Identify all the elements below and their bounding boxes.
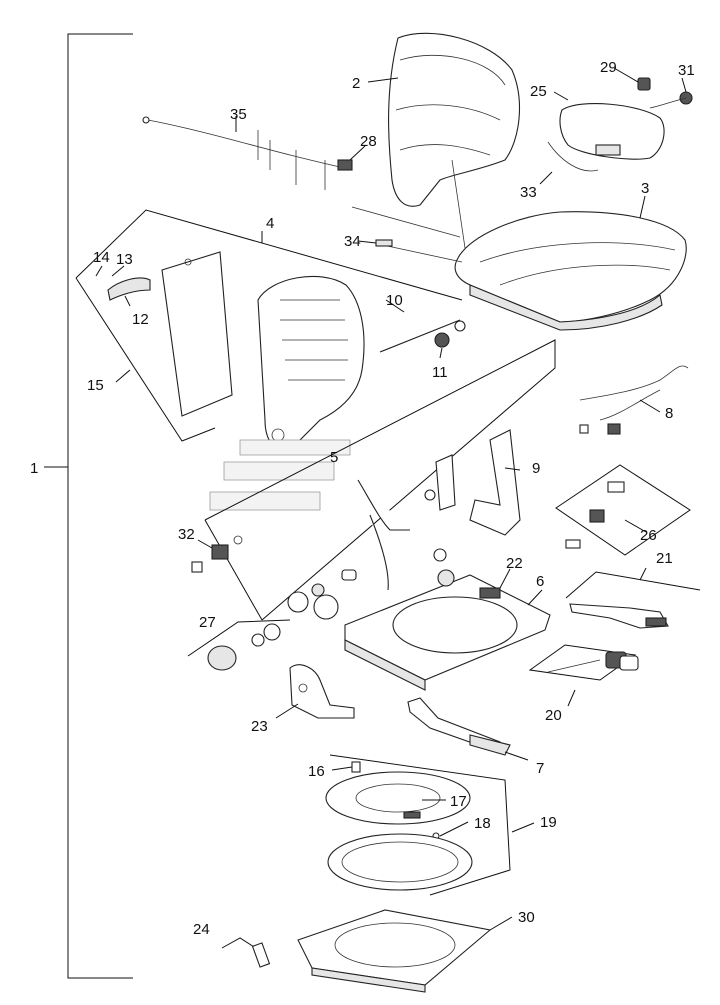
callout-14: 14 [93,249,110,266]
callout-35: 35 [230,106,247,123]
callout-23: 23 [251,718,268,735]
callout-30: 30 [518,909,535,926]
bracket-23[interactable] [289,664,355,719]
callout-4: 4 [266,215,274,232]
switch-group-20[interactable] [528,644,639,681]
callout-5: 5 [330,449,338,466]
callout-19: 19 [540,814,557,831]
connector-32[interactable] [191,535,243,573]
callout-12: 12 [132,311,149,328]
pin-24[interactable] [221,937,271,968]
callout-25: 25 [530,83,547,100]
callout-27: 27 [199,614,216,631]
cable-harness-35 [142,116,353,190]
wire-33 [547,141,599,172]
callout-18: 18 [474,815,491,832]
backrest-frame[interactable] [257,275,365,452]
armrest-pad[interactable] [559,103,665,160]
callout-22: 22 [506,555,523,572]
callout-2: 2 [352,75,360,92]
handle-12[interactable] [107,277,151,301]
leader-lines [95,67,687,931]
frame-assembly-outline [204,339,556,621]
callout-24: 24 [193,921,210,938]
callout-8: 8 [665,405,673,422]
guide-arrow [209,439,351,511]
callout-10: 10 [386,292,403,309]
adjustment-rods [351,206,463,263]
swivel-kit-outline [329,754,511,896]
pin-16[interactable] [351,761,361,773]
callout-16: 16 [308,763,325,780]
connector-31[interactable] [649,91,693,109]
pedal-21[interactable] [565,571,701,629]
backrest-kit-outline [75,209,463,442]
rail-7[interactable] [407,697,511,756]
callout-15: 15 [87,377,104,394]
callout-1: 1 [30,460,38,477]
callout-29: 29 [600,59,617,76]
switch-29[interactable] [637,77,651,91]
swivel-plate-17[interactable] [325,771,471,825]
swivel-base-30[interactable] [297,909,492,993]
bearing-ring[interactable] [327,833,473,891]
callout-33: 33 [520,184,537,201]
side-bracket[interactable] [435,429,521,536]
actuator-22[interactable] [433,548,455,587]
spring-assembly[interactable] [287,569,357,620]
callout-7: 7 [536,760,544,777]
callout-21: 21 [656,550,673,567]
back-board-panel[interactable] [161,251,233,417]
callout-labels: 1 2 3 4 5 6 7 8 9 10 11 12 13 14 15 16 1… [30,59,695,938]
seat-cushion[interactable] [454,211,687,331]
callout-26: 26 [640,527,657,544]
base-plate[interactable] [344,574,551,691]
callout-13: 13 [116,251,133,268]
callout-3: 3 [641,180,649,197]
callout-32: 32 [178,526,195,543]
callout-20: 20 [545,707,562,724]
callout-17: 17 [450,793,467,810]
gear-11[interactable] [434,332,450,348]
assembly-bracket [44,33,133,979]
callout-28: 28 [360,133,377,150]
callout-9: 9 [532,460,540,477]
pulley-27[interactable] [187,619,291,671]
callout-11: 11 [432,364,448,381]
callout-34: 34 [344,233,361,250]
backrest-cushion[interactable] [388,32,521,249]
module-26[interactable] [555,464,691,556]
wiring-harness[interactable] [579,365,689,435]
rod-10[interactable] [379,319,466,353]
callout-6: 6 [536,573,544,590]
callout-31: 31 [678,62,695,79]
lever-assembly[interactable] [357,479,436,591]
